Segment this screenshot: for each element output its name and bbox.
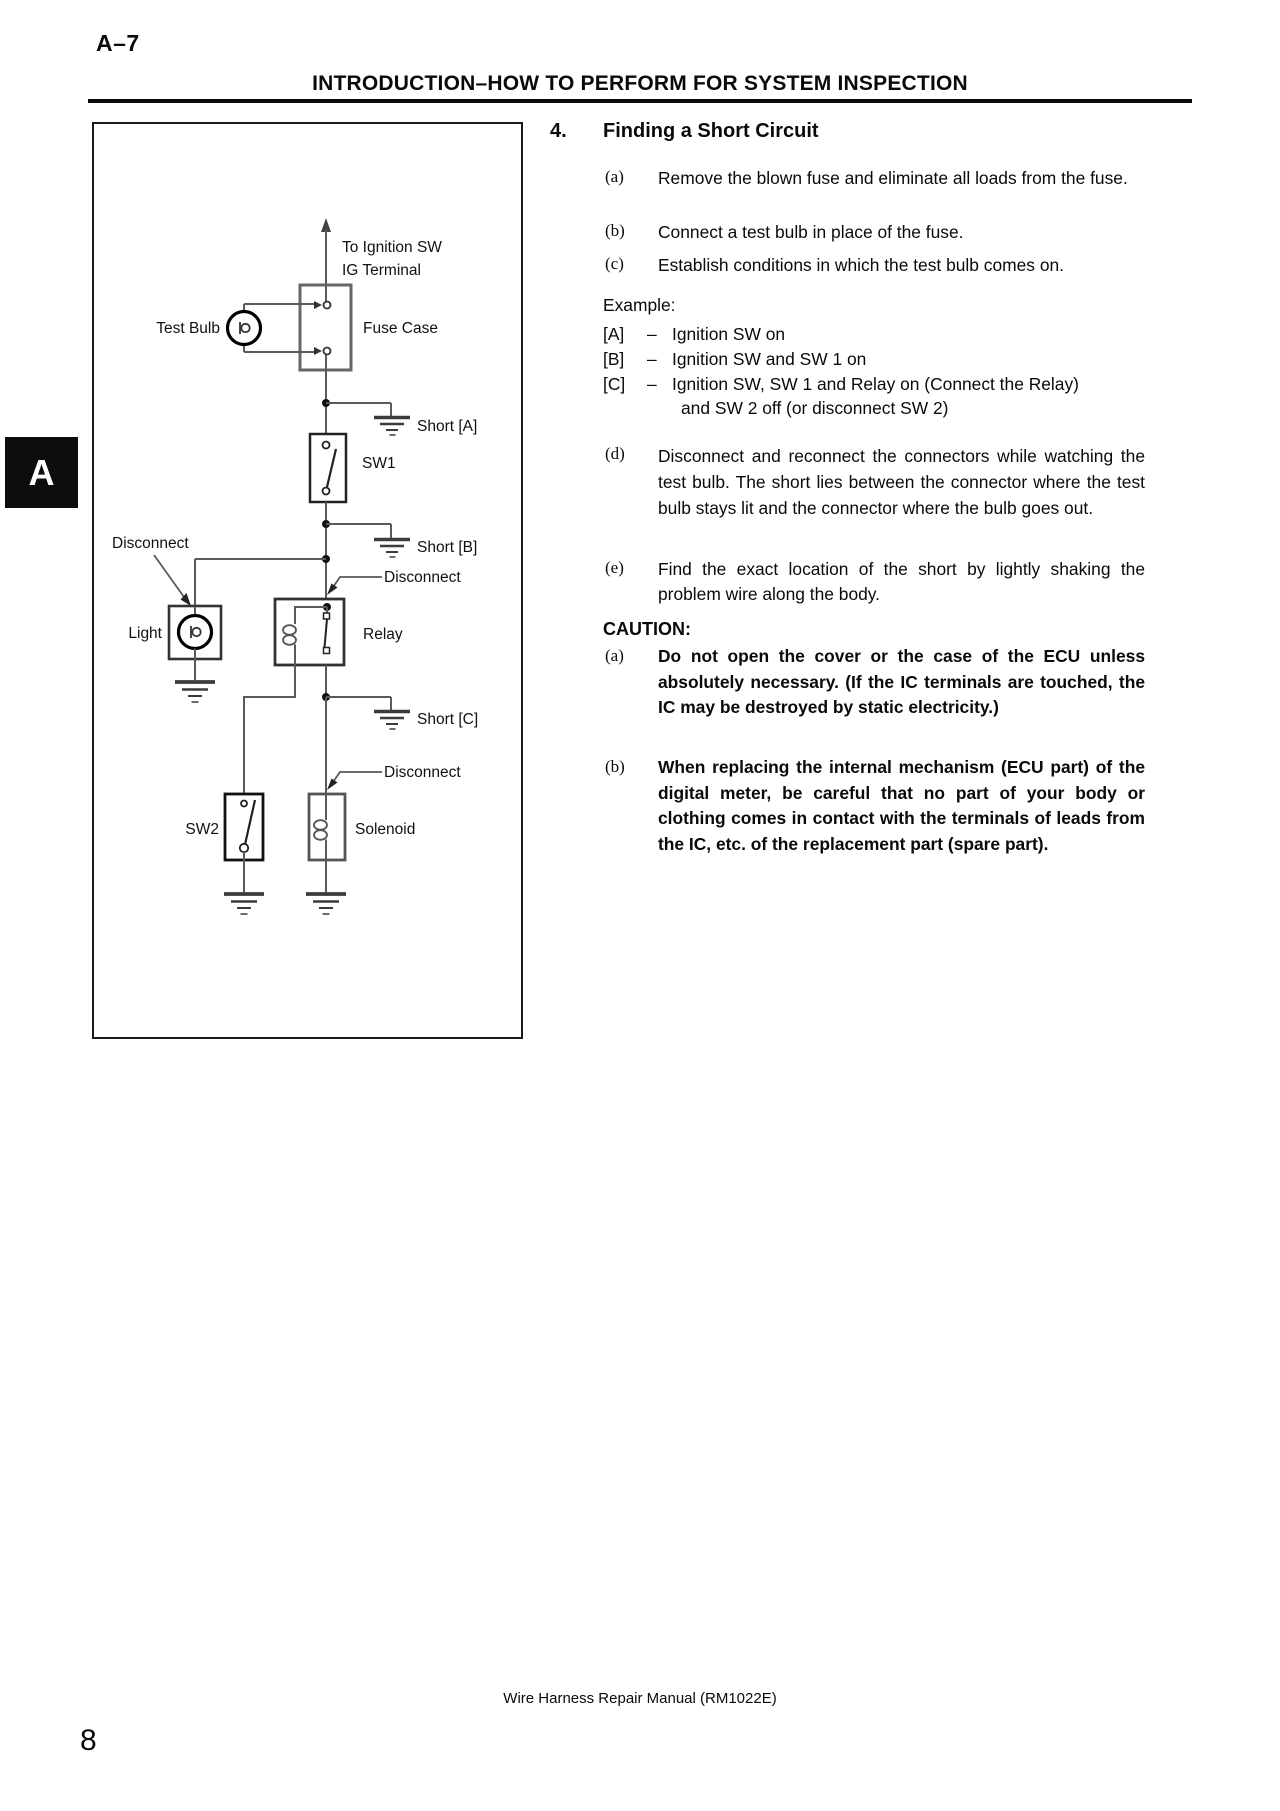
- step-c-text: Establish conditions in which the test b…: [658, 255, 1065, 275]
- label-short-a: Short [A]: [417, 418, 477, 435]
- step-c-label: (c): [605, 254, 624, 273]
- section-tab-letter: A: [28, 451, 55, 493]
- label-short-b: Short [B]: [417, 539, 477, 556]
- example-c-label: [C]: [603, 374, 626, 394]
- caution-b-label: (b): [605, 757, 625, 776]
- example-c-cont: and SW 2 off (or disconnect SW 2): [681, 398, 949, 418]
- label-solenoid: Solenoid: [355, 821, 415, 838]
- label-disconnect-solenoid: Disconnect: [384, 764, 461, 781]
- step-e-text: Find the exact location of the short by …: [658, 559, 1145, 604]
- example-c-text: Ignition SW, SW 1 and Relay on (Connect …: [672, 374, 1079, 394]
- label-light: Light: [128, 625, 162, 642]
- label-to-ignition-2: IG Terminal: [342, 262, 421, 279]
- example-b-label: [B]: [603, 349, 625, 369]
- arrow-up-icon: [321, 218, 331, 232]
- label-test-bulb: Test Bulb: [156, 320, 220, 337]
- example-a-dash: –: [647, 324, 657, 344]
- section-number: 4.: [550, 120, 567, 142]
- section-title: Finding a Short Circuit: [603, 120, 819, 142]
- caution-a-text: Do not open the cover or the case of the…: [658, 646, 1145, 717]
- section-tab: A: [5, 437, 78, 508]
- label-to-ignition-1: To Ignition SW: [342, 239, 442, 256]
- arrow-icon: [327, 583, 338, 595]
- step-b-text: Connect a test bulb in place of the fuse…: [658, 222, 964, 242]
- footer-text: Wire Harness Repair Manual (RM1022E): [503, 1690, 777, 1707]
- example-c-dash: –: [647, 374, 657, 394]
- caution-heading: CAUTION:: [603, 619, 691, 639]
- label-disconnect-left: Disconnect: [112, 535, 189, 552]
- step-b-label: (b): [605, 221, 625, 240]
- example-a-text: Ignition SW on: [672, 324, 786, 344]
- label-short-c: Short [C]: [417, 711, 478, 728]
- arrow-icon: [180, 593, 191, 606]
- page-header-code: A–7: [96, 30, 140, 56]
- title-underline: [88, 99, 1192, 103]
- example-b-dash: –: [647, 349, 657, 369]
- arrow-icon: [327, 778, 338, 790]
- label-sw2: SW2: [185, 821, 219, 838]
- example-b-text: Ignition SW and SW 1 on: [672, 349, 867, 369]
- step-e-label: (e): [605, 558, 624, 577]
- example-a-label: [A]: [603, 324, 625, 344]
- light-bulb-icon: [176, 613, 214, 651]
- step-d-label: (d): [605, 444, 625, 463]
- step-a-text: Remove the blown fuse and eliminate all …: [658, 168, 1128, 188]
- circuit-diagram: To Ignition SW IG Terminal Fuse Case Tes…: [112, 218, 478, 915]
- step-d-text: Disconnect and reconnect the connectors …: [658, 446, 1145, 518]
- label-sw1: SW1: [362, 455, 396, 472]
- page-title: INTRODUCTION–HOW TO PERFORM FOR SYSTEM I…: [312, 72, 968, 95]
- label-fuse-case: Fuse Case: [363, 320, 438, 337]
- circuit-diagram-frame: To Ignition SW IG Terminal Fuse Case Tes…: [92, 122, 523, 1039]
- caution-a-label: (a): [605, 646, 624, 665]
- page-number: 8: [80, 1724, 97, 1757]
- example-heading: Example:: [603, 295, 676, 315]
- test-bulb-icon: [225, 309, 263, 347]
- caution-b-text: When replacing the internal mechanism (E…: [658, 757, 1145, 854]
- step-a-label: (a): [605, 167, 624, 186]
- label-relay: Relay: [363, 626, 403, 643]
- label-disconnect-relay: Disconnect: [384, 569, 461, 586]
